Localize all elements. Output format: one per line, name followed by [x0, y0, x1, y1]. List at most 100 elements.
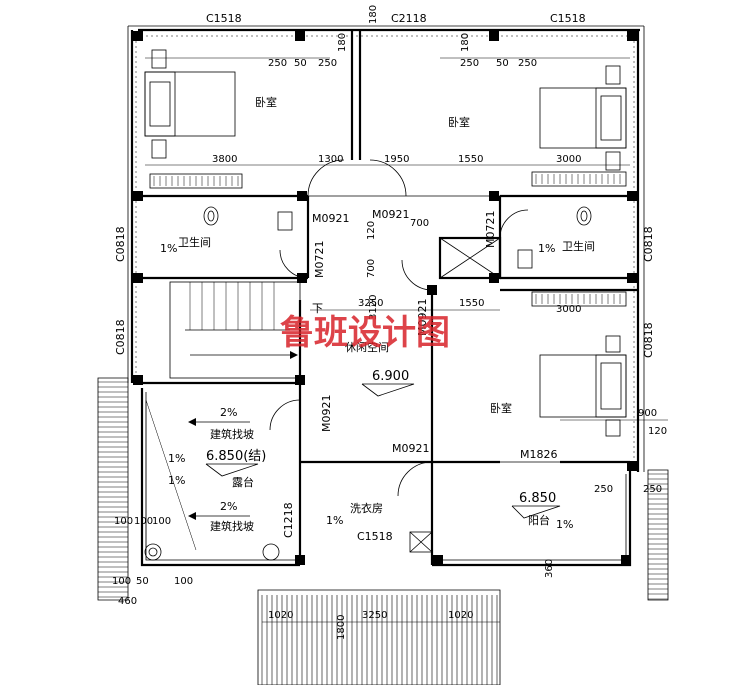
svg-text:100: 100	[174, 576, 193, 587]
svg-text:建筑找坡: 建筑找坡	[210, 519, 254, 533]
svg-text:250: 250	[594, 484, 613, 495]
svg-text:下: 下	[312, 302, 323, 315]
svg-text:3000: 3000	[556, 154, 581, 165]
window-label: C0818	[114, 226, 127, 262]
svg-text:1%: 1%	[538, 242, 555, 255]
svg-text:900: 900	[638, 408, 657, 419]
svg-text:2%: 2%	[220, 406, 237, 419]
svg-text:50: 50	[496, 58, 509, 69]
svg-text:250: 250	[643, 484, 662, 495]
room-labels: 卧室 卧室 卧室 卫生间 卫生间 休闲空间 洗衣房 露台 阳台	[178, 95, 595, 527]
window-label: C0818	[642, 322, 655, 358]
exterior-walls	[127, 25, 645, 567]
svg-text:1%: 1%	[168, 452, 185, 465]
left-eave	[97, 377, 129, 601]
svg-text:700: 700	[410, 218, 429, 229]
svg-text:250: 250	[318, 58, 337, 69]
svg-text:120: 120	[366, 221, 377, 240]
wardrobes	[149, 171, 627, 307]
svg-text:180: 180	[368, 5, 379, 24]
slope-marks: 2% 建筑找坡 2% 建筑找坡 1% 1% 1% 1% 1% 1% 下	[145, 242, 573, 551]
right-eave	[647, 469, 669, 601]
structural-columns	[133, 31, 637, 565]
window-label: C1518	[550, 12, 586, 25]
svg-text:1550: 1550	[459, 298, 484, 309]
room-name: 洗衣房	[350, 501, 383, 515]
terrace-fixture	[144, 543, 280, 561]
door-label: M0921	[312, 212, 350, 225]
bed-e	[539, 335, 627, 437]
svg-text:1%: 1%	[326, 514, 343, 527]
window-label: C0818	[114, 319, 127, 355]
svg-text:1020: 1020	[448, 610, 473, 621]
level-value: 6.900	[372, 369, 409, 384]
svg-text:700: 700	[366, 259, 377, 278]
door-label: M0921	[416, 299, 429, 337]
bath-fixtures-w	[203, 206, 293, 231]
door-labels: M0921 M0921 M0721 M0721 M0921 M0921 M092…	[312, 208, 497, 455]
level-value: 6.850(结)	[206, 449, 266, 464]
svg-text:120: 120	[648, 426, 667, 437]
svg-text:3120: 3120	[368, 295, 379, 320]
svg-text:1550: 1550	[458, 154, 483, 165]
window-label: C2118	[391, 12, 427, 25]
interior-walls	[132, 30, 638, 565]
svg-text:250: 250	[268, 58, 287, 69]
svg-text:1%: 1%	[160, 242, 177, 255]
svg-text:1300: 1300	[318, 154, 343, 165]
watermark-text: 鲁班设计图	[280, 313, 450, 353]
svg-text:3250: 3250	[362, 610, 387, 621]
lower-roof-hatch	[257, 589, 501, 685]
room-name: 阳台	[528, 513, 550, 527]
bed-nw	[144, 49, 236, 159]
svg-text:3250: 3250	[358, 298, 383, 309]
svg-text:1%: 1%	[168, 474, 185, 487]
window-label: C1518	[206, 12, 242, 25]
svg-text:1020: 1020	[268, 610, 293, 621]
svg-text:250: 250	[518, 58, 537, 69]
window-labels: C1518 C2118 C1518 C1518 M1826 C0818 C081…	[114, 12, 655, 543]
svg-text:460: 460	[118, 596, 137, 607]
svg-text:100: 100	[112, 576, 131, 587]
window-label: C1218	[282, 502, 295, 538]
svg-text:100: 100	[134, 516, 153, 527]
svg-text:50: 50	[294, 58, 307, 69]
room-name: 卧室	[490, 401, 512, 415]
staircase	[169, 281, 301, 379]
svg-text:3800: 3800	[212, 154, 237, 165]
door-swings	[269, 159, 529, 497]
room-name: 卫生间	[562, 239, 595, 253]
svg-text:360: 360	[544, 559, 555, 578]
door-label: M0921	[320, 395, 333, 433]
window-label: M1826	[520, 448, 558, 461]
door-label: M0721	[313, 241, 326, 279]
bath-fixtures-e	[517, 206, 592, 269]
svg-text:180: 180	[337, 33, 348, 52]
level-value: 6.850	[519, 491, 556, 506]
room-name: 卧室	[255, 95, 277, 109]
svg-text:1%: 1%	[556, 518, 573, 531]
door-label: M0721	[484, 211, 497, 249]
room-name: 卧室	[448, 115, 470, 129]
svg-text:3000: 3000	[556, 304, 581, 315]
svg-text:50: 50	[136, 576, 149, 587]
svg-text:250: 250	[460, 58, 479, 69]
svg-text:1950: 1950	[384, 154, 409, 165]
room-name: 卫生间	[178, 235, 211, 249]
dimension-lines	[145, 57, 668, 623]
room-name: 休闲空间	[345, 340, 389, 354]
svg-text:2%: 2%	[220, 500, 237, 513]
window-label: C1518	[357, 530, 393, 543]
bed-ne	[539, 65, 627, 171]
dimension-text: 3800 1300 1950 1550 3000 3250 1550 3250 …	[112, 5, 667, 640]
window-label: C0818	[642, 226, 655, 262]
svg-text:建筑找坡: 建筑找坡	[210, 427, 254, 441]
door-label: M0921	[392, 442, 430, 455]
svg-text:1800: 1800	[336, 615, 347, 640]
room-name: 露台	[232, 475, 254, 489]
svg-text:100: 100	[152, 516, 171, 527]
svg-text:180: 180	[460, 33, 471, 52]
door-label: M0921	[372, 208, 410, 221]
svg-text:100: 100	[114, 516, 133, 527]
